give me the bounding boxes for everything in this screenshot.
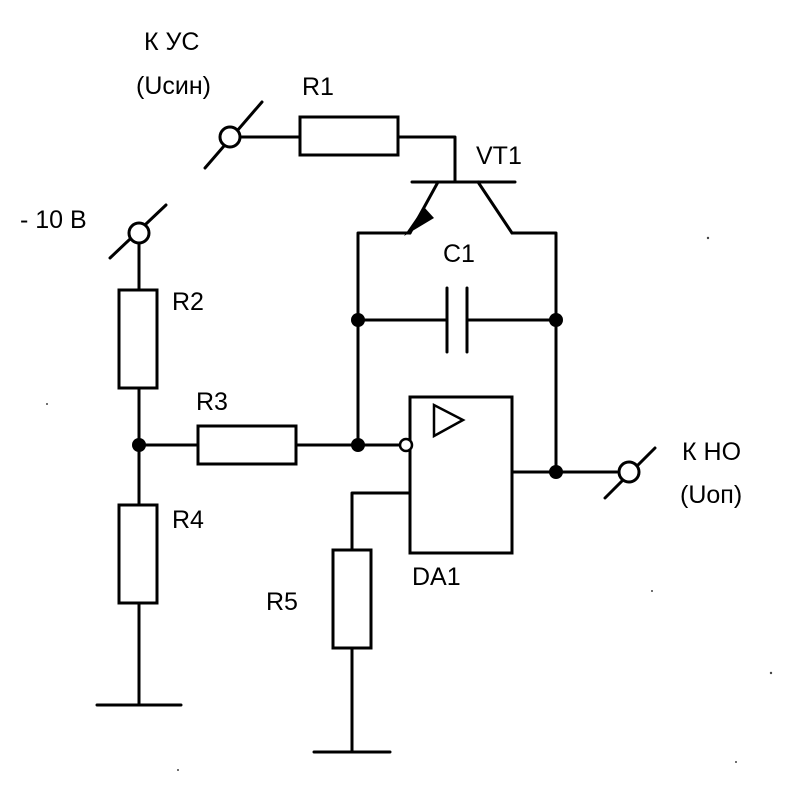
supply-label: - 10 В (20, 206, 87, 234)
resistor-r4 (117, 503, 159, 605)
resistor-r5 (331, 548, 373, 650)
r1-label: R1 (302, 73, 334, 101)
vt1-label: VT1 (476, 142, 522, 170)
output-sub-label: (Uоп) (680, 481, 742, 509)
r3-label: R3 (196, 388, 228, 416)
wire-r1-base (396, 135, 457, 184)
scan-speck (769, 671, 773, 675)
resistor-r2 (117, 288, 159, 390)
wire-emitter (356, 231, 412, 447)
scan-speck (651, 590, 653, 592)
r5-label: R5 (266, 588, 298, 616)
transistor-vt1 (404, 180, 517, 236)
resistor-r3 (196, 424, 298, 466)
scan-speck (46, 403, 48, 405)
output-terminal (603, 446, 657, 500)
junction-dot (351, 313, 365, 327)
wire-noninv-r5 (350, 491, 412, 552)
scan-speck (735, 761, 737, 763)
wire-collector (510, 231, 558, 474)
scan-speck (177, 769, 179, 771)
r4-label: R4 (172, 506, 204, 534)
emitter-arrow-icon (404, 207, 434, 236)
scan-speck (706, 236, 710, 240)
opamp-da1 (398, 395, 514, 555)
input-terminal (203, 100, 264, 170)
junction-dot (549, 465, 563, 479)
r2-label: R2 (172, 288, 204, 316)
amplifier-triangle-icon (432, 402, 466, 439)
da1-label: DA1 (412, 563, 461, 591)
input-label: К УС (144, 28, 199, 56)
input-sub-label: (Uсин) (136, 72, 211, 100)
output-label: К НО (682, 438, 741, 466)
capacitor-c1 (445, 286, 469, 354)
inverting-input-circle (398, 437, 414, 453)
c1-label: C1 (443, 240, 475, 268)
resistor-r1 (298, 115, 400, 157)
junction-dot (549, 313, 563, 327)
junction-dot (351, 438, 365, 452)
